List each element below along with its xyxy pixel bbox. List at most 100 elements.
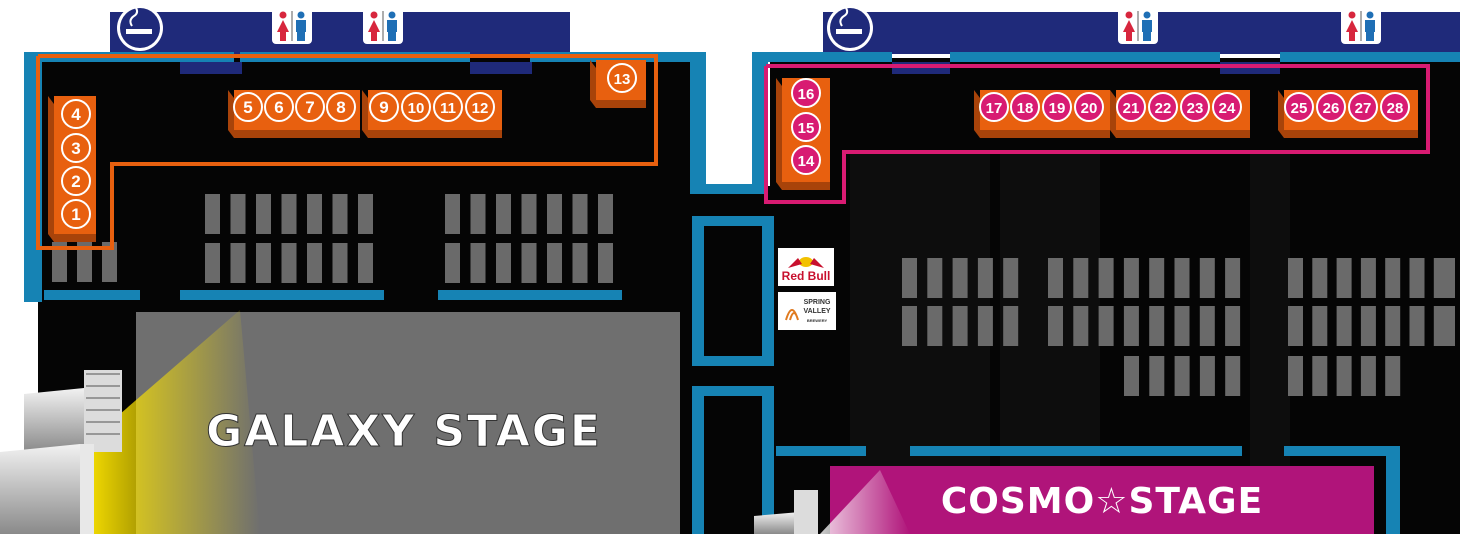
booth-badge-24[interactable]: 24 (1212, 92, 1242, 122)
seat-block (1149, 258, 1165, 298)
booth-number: 13 (614, 71, 631, 88)
booth-number: 9 (379, 98, 388, 117)
seat-block (1336, 258, 1352, 298)
seat-block (1199, 258, 1215, 298)
seat-block (547, 194, 562, 234)
seat-block (445, 194, 460, 234)
woman-legs (1126, 32, 1132, 41)
seat-block (445, 243, 460, 283)
seat-block (1312, 356, 1328, 396)
booth-badge-circle (295, 92, 325, 122)
smoking-icon-ring (120, 8, 160, 48)
booth-number: 14 (798, 153, 815, 170)
seat-block (230, 243, 246, 283)
booth-block-side (1284, 130, 1418, 138)
booth-badge-23[interactable]: 23 (1180, 92, 1210, 122)
smoke (839, 7, 849, 27)
booth-badge-16[interactable]: 16 (791, 78, 821, 108)
booth-number: 15 (798, 120, 815, 137)
cigarette (836, 29, 862, 34)
booth-badge-14[interactable]: 14 (791, 145, 821, 175)
booth-badge-circle (791, 78, 821, 108)
seat-block (1288, 258, 1303, 298)
seat-block (1174, 306, 1190, 346)
woman-head (279, 11, 287, 19)
booth-badge-10[interactable]: 10 (401, 92, 431, 122)
booth-badge-5[interactable]: 5 (233, 92, 263, 122)
seat-block (281, 243, 297, 283)
booth-badge-21[interactable]: 21 (1116, 92, 1146, 122)
booth-badge-circle (264, 92, 294, 122)
smoking-icon (827, 5, 873, 51)
booth-badge-circle (1284, 92, 1314, 122)
smoking-icon (117, 5, 163, 51)
seat-block (1174, 258, 1190, 298)
booth-badge-28[interactable]: 28 (1380, 92, 1410, 122)
woman-body (368, 20, 380, 32)
woman-body (1346, 20, 1358, 32)
seat-block (496, 194, 511, 234)
seat-block (598, 194, 613, 234)
seat-block (1048, 306, 1063, 346)
seat-block (1288, 356, 1303, 396)
booth-badge-7[interactable]: 7 (295, 92, 325, 122)
spring-valley-line2: VALLEY (803, 308, 830, 315)
booth-badge-20[interactable]: 20 (1074, 92, 1104, 122)
seat-block (281, 194, 297, 234)
seat-block (572, 243, 588, 283)
seat-block (1360, 306, 1376, 346)
booth-number: 12 (472, 100, 489, 117)
restroom-divider (291, 11, 293, 41)
seat-block (332, 243, 348, 283)
booth-badge-3[interactable]: 3 (61, 133, 91, 163)
booth-badge-11[interactable]: 11 (433, 92, 463, 122)
seat-block (1385, 356, 1401, 396)
man-body (387, 20, 397, 32)
booth-number: 25 (1291, 100, 1308, 117)
booth-number: 8 (336, 98, 345, 117)
booth-badge-8[interactable]: 8 (326, 92, 356, 122)
booth-number: 22 (1155, 100, 1172, 117)
booth-number: 26 (1323, 100, 1340, 117)
booth-badge-1[interactable]: 1 (61, 199, 91, 229)
seat-block (902, 306, 917, 346)
seat-block (1149, 306, 1165, 346)
woman-legs (280, 32, 286, 41)
seat-block (1385, 258, 1401, 298)
booth-number: 16 (798, 86, 815, 103)
booth-badge-26[interactable]: 26 (1316, 92, 1346, 122)
seat-block (521, 194, 537, 234)
seat-block (1174, 356, 1190, 396)
booth-badge-9[interactable]: 9 (369, 92, 399, 122)
seat-block (1225, 356, 1241, 396)
seat-block (1312, 258, 1328, 298)
seat-block (521, 243, 537, 283)
booth-block-side (1110, 90, 1116, 138)
booth-badge-4[interactable]: 4 (61, 99, 91, 129)
redbull-label: Red Bull (782, 269, 831, 283)
booth-badge-circle (1380, 92, 1410, 122)
booth-badge-13[interactable]: 13 (607, 63, 637, 93)
seat-block (572, 194, 588, 234)
man-legs (297, 32, 305, 41)
booth-badge-17[interactable]: 17 (979, 92, 1009, 122)
seat-block (1360, 356, 1376, 396)
booth-badge-15[interactable]: 15 (791, 112, 821, 142)
booth-badge-2[interactable]: 2 (61, 166, 91, 196)
facility-icons (117, 5, 1381, 51)
booth-badge-18[interactable]: 18 (1010, 92, 1040, 122)
seat-block (1288, 306, 1303, 346)
booth-badge-25[interactable]: 25 (1284, 92, 1314, 122)
man-legs (1143, 32, 1151, 41)
restroom-icon (363, 8, 403, 44)
booth-badge-27[interactable]: 27 (1348, 92, 1378, 122)
booth-badge-6[interactable]: 6 (264, 92, 294, 122)
booth-number: 20 (1081, 100, 1098, 117)
booth-badge-19[interactable]: 19 (1042, 92, 1072, 122)
spring-valley-line1: SPRING (804, 299, 831, 306)
booth-badge-22[interactable]: 22 (1148, 92, 1178, 122)
booth-number: 28 (1387, 100, 1404, 117)
booth-badge-12[interactable]: 12 (465, 92, 495, 122)
seat-block (256, 194, 271, 234)
booth-badge-circle (979, 92, 1009, 122)
